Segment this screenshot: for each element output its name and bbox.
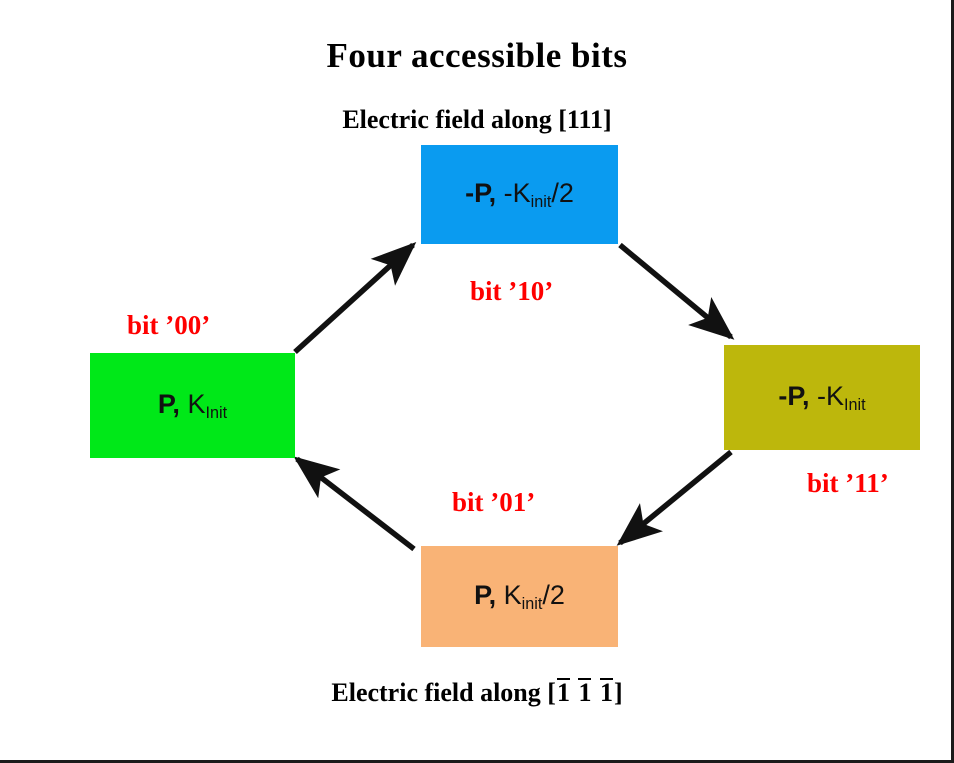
state-coercivity-blue: -K (503, 178, 531, 208)
bit-label-10: bit ’10’ (470, 276, 554, 306)
state-polarization-green: P, (157, 389, 180, 419)
state-label-blue: -P, -Kinit/2 (465, 178, 574, 212)
state-subscript-green: Init (205, 404, 228, 423)
bit-label-00: bit ’00’ (127, 310, 211, 340)
state-polarization-peach: P, (474, 580, 497, 610)
caption-bottom-suffix: ] (613, 678, 623, 707)
state-polarization-blue: -P, (465, 178, 497, 208)
arrow-olive-to-peach (616, 449, 733, 546)
page-title: Four accessible bits (326, 36, 628, 75)
state-label-olive: -P, -KInit (778, 381, 866, 415)
state-box-olive[interactable]: -P, -KInit (724, 345, 920, 450)
state-box-blue[interactable]: -P, -Kinit/2 (421, 145, 618, 244)
state-coercivity-olive: -K (816, 381, 844, 411)
state-box-green[interactable]: P, KInit (90, 353, 295, 458)
state-subscript-olive: Init (843, 396, 866, 415)
caption-bottom-prefix: Electric field along [ (331, 678, 556, 707)
bit-label-11: bit ’11’ (807, 468, 889, 498)
state-subscript-peach: init (521, 595, 543, 614)
arrow-green-to-blue (293, 242, 417, 355)
bit-label-01: bit ’01’ (452, 487, 536, 517)
caption-electric-field-top: Electric field along [111] (342, 105, 612, 134)
state-coercivity-peach: K (503, 580, 522, 610)
state-label-green: P, KInit (157, 389, 228, 423)
caption-bottom-index-2: 1 (578, 678, 592, 707)
arrow-peach-to-green (293, 456, 416, 552)
state-label-peach: P, Kinit/2 (474, 580, 565, 614)
caption-bottom-index-3: 1 (599, 678, 613, 707)
state-suffix-peach: /2 (542, 580, 565, 610)
caption-electric-field-bottom: Electric field along [1 1 1] (0, 678, 951, 708)
caption-bottom-index-1: 1 (556, 678, 570, 707)
state-suffix-blue: /2 (551, 178, 574, 208)
state-coercivity-green: K (187, 389, 206, 419)
state-subscript-blue: init (530, 193, 552, 212)
state-polarization-olive: -P, (778, 381, 810, 411)
state-box-peach[interactable]: P, Kinit/2 (421, 546, 618, 647)
arrow-blue-to-olive (618, 242, 735, 340)
